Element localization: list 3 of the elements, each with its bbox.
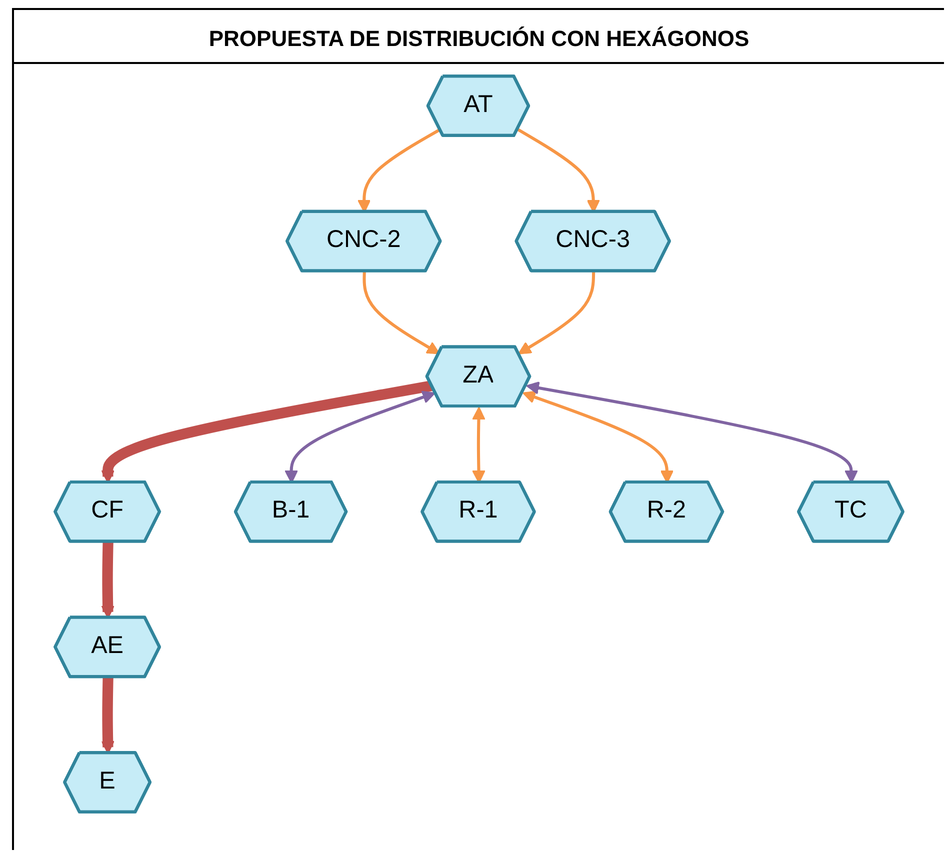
arrow [362,271,440,354]
arrow [518,271,596,354]
diagram-title: PROPUESTA DE DISTRIBUCIÓN CON HEXÁGONOS [14,10,944,64]
